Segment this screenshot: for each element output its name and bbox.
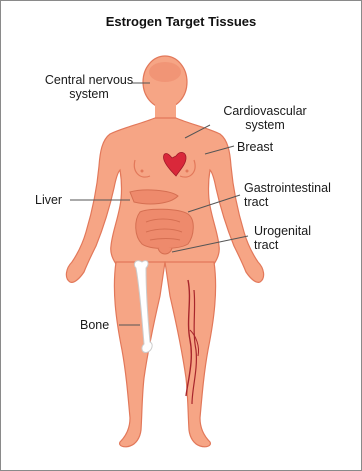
label-uro: Urogenital tract <box>254 224 311 252</box>
label-gi-line2: tract <box>244 195 331 209</box>
nipple-right <box>186 170 189 173</box>
label-cardio-line1: Cardiovascular <box>220 104 310 118</box>
label-uro-line1: Urogenital <box>254 224 311 238</box>
label-breast: Breast <box>237 140 273 154</box>
label-cns-line2: system <box>30 87 148 101</box>
label-uro-line2: tract <box>254 238 311 252</box>
label-cardio: Cardiovascular system <box>220 104 310 132</box>
label-gi-line1: Gastrointestinal <box>244 181 331 195</box>
label-liver: Liver <box>35 193 62 207</box>
label-cns: Central nervous system <box>30 73 148 101</box>
label-cardio-line2: system <box>220 118 310 132</box>
label-bone: Bone <box>80 318 109 332</box>
brain <box>149 62 181 82</box>
nipple-left <box>141 170 144 173</box>
label-cns-line1: Central nervous <box>30 73 148 87</box>
right-leg <box>165 262 216 447</box>
label-gi: Gastrointestinal tract <box>244 181 331 209</box>
